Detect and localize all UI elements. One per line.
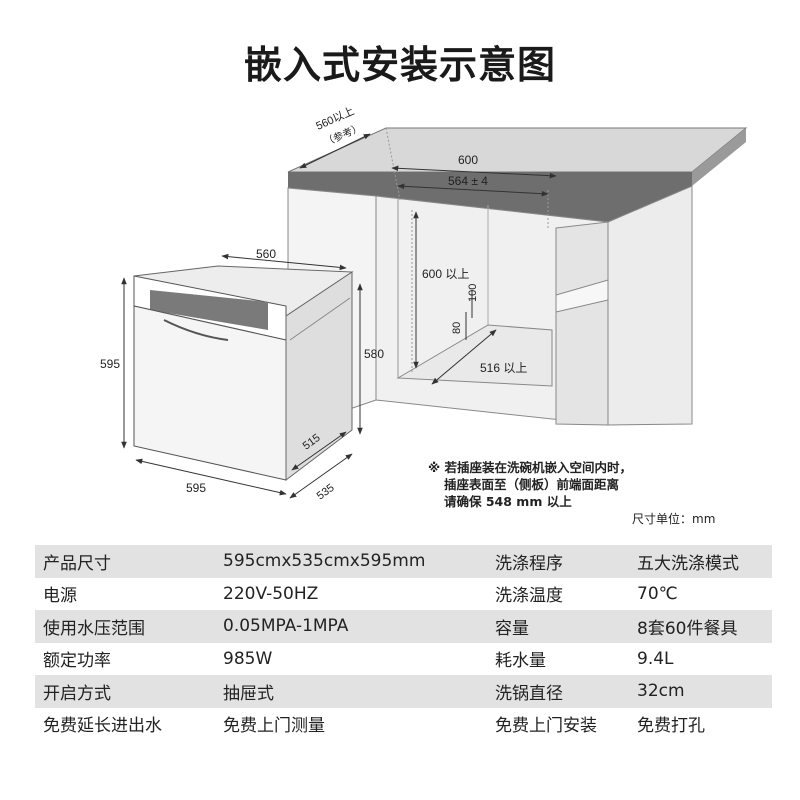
spec-label: 开启方式	[35, 675, 215, 708]
appliance-top-depth: 560	[256, 247, 276, 261]
spec-value: 8套60件餐具	[629, 610, 772, 643]
spec-value: 32cm	[629, 675, 772, 708]
spec-value: 985W	[223, 648, 273, 669]
appliance-side-height: 580	[364, 347, 384, 361]
cabinet-bottom-label: 516 以上	[480, 361, 527, 375]
spec-label: 容量	[487, 610, 629, 643]
cabinet-shelf	[555, 279, 609, 313]
installation-diagram: 560以上 （参考） 600 564 ± 4 600 以上 100 80 516…	[100, 104, 748, 502]
countertop-front	[288, 172, 692, 222]
spec-label: 产品尺寸	[35, 545, 215, 578]
cabinet-width-label: 600	[458, 153, 478, 167]
countertop-side	[692, 128, 746, 186]
appliance-display	[150, 290, 268, 330]
appliance-depth: 535	[315, 482, 337, 502]
spec-value: 9.4L	[637, 648, 674, 669]
page-title: 嵌入式安装示意图	[243, 43, 556, 87]
spec-value: 免费上门测量	[223, 716, 325, 737]
appliance-width: 595	[186, 481, 206, 495]
spec-label: 洗锅直径	[487, 675, 629, 708]
spec-value: 五大洗涤模式	[629, 545, 772, 578]
note-line-3: 请确保 548 mm 以上	[444, 494, 572, 509]
spec-label: 额定功率	[43, 651, 111, 672]
note-line-2: 插座表面至（侧板）前端面距离	[444, 477, 620, 492]
appliance-side	[285, 271, 353, 482]
cabinet-dim-100: 100	[467, 284, 479, 302]
appliance-height: 595	[100, 357, 120, 371]
spec-value: 0.05MPA-1MPA	[215, 610, 487, 643]
spec-row: 电源 220V-50HZ 洗涤温度 70℃	[35, 578, 772, 611]
spec-label: 免费上门安装	[495, 716, 597, 737]
spec-value: 抽屉式	[215, 675, 487, 708]
cabinet-dim-80: 80	[451, 322, 463, 334]
spec-value: 免费打孔	[637, 716, 705, 737]
spec-label: 使用水压范围	[35, 610, 215, 643]
spec-label: 电源	[43, 586, 77, 607]
cabinet-right-front	[555, 221, 609, 426]
spec-label: 免费延长进出水	[43, 716, 162, 737]
installation-note: ※ 若插座装在洗碗机嵌入空间内时， 插座表面至（侧板）前端面距离 请确保 548…	[428, 459, 632, 510]
cabinet-height-label: 600 以上	[422, 267, 469, 281]
cabinet-right-panel	[607, 185, 693, 426]
spec-label: 洗涤温度	[495, 586, 563, 607]
appliance-drawing: 560 595 580 515 595 535	[100, 247, 384, 502]
spec-label: 洗涤程序	[487, 545, 629, 578]
spec-value: 220V-50HZ	[223, 583, 319, 604]
spec-row: 额定功率 985W 耗水量 9.4L	[35, 643, 772, 676]
spec-row: 免费延长进出水 免费上门测量 免费上门安装 免费打孔	[35, 708, 772, 741]
note-line-1: ※ 若插座装在洗碗机嵌入空间内时，	[428, 460, 633, 475]
spec-value: 595cmx535cmx595mm	[215, 545, 487, 578]
cabinet-drawing: 560以上 （参考） 600 564 ± 4 600 以上 100 80 516…	[287, 104, 748, 431]
spec-label: 耗水量	[495, 651, 546, 672]
unit-label: 尺寸单位：mm	[632, 512, 716, 526]
cabinet-inner-width-label: 564 ± 4	[448, 174, 488, 188]
spec-value: 70℃	[637, 583, 678, 604]
